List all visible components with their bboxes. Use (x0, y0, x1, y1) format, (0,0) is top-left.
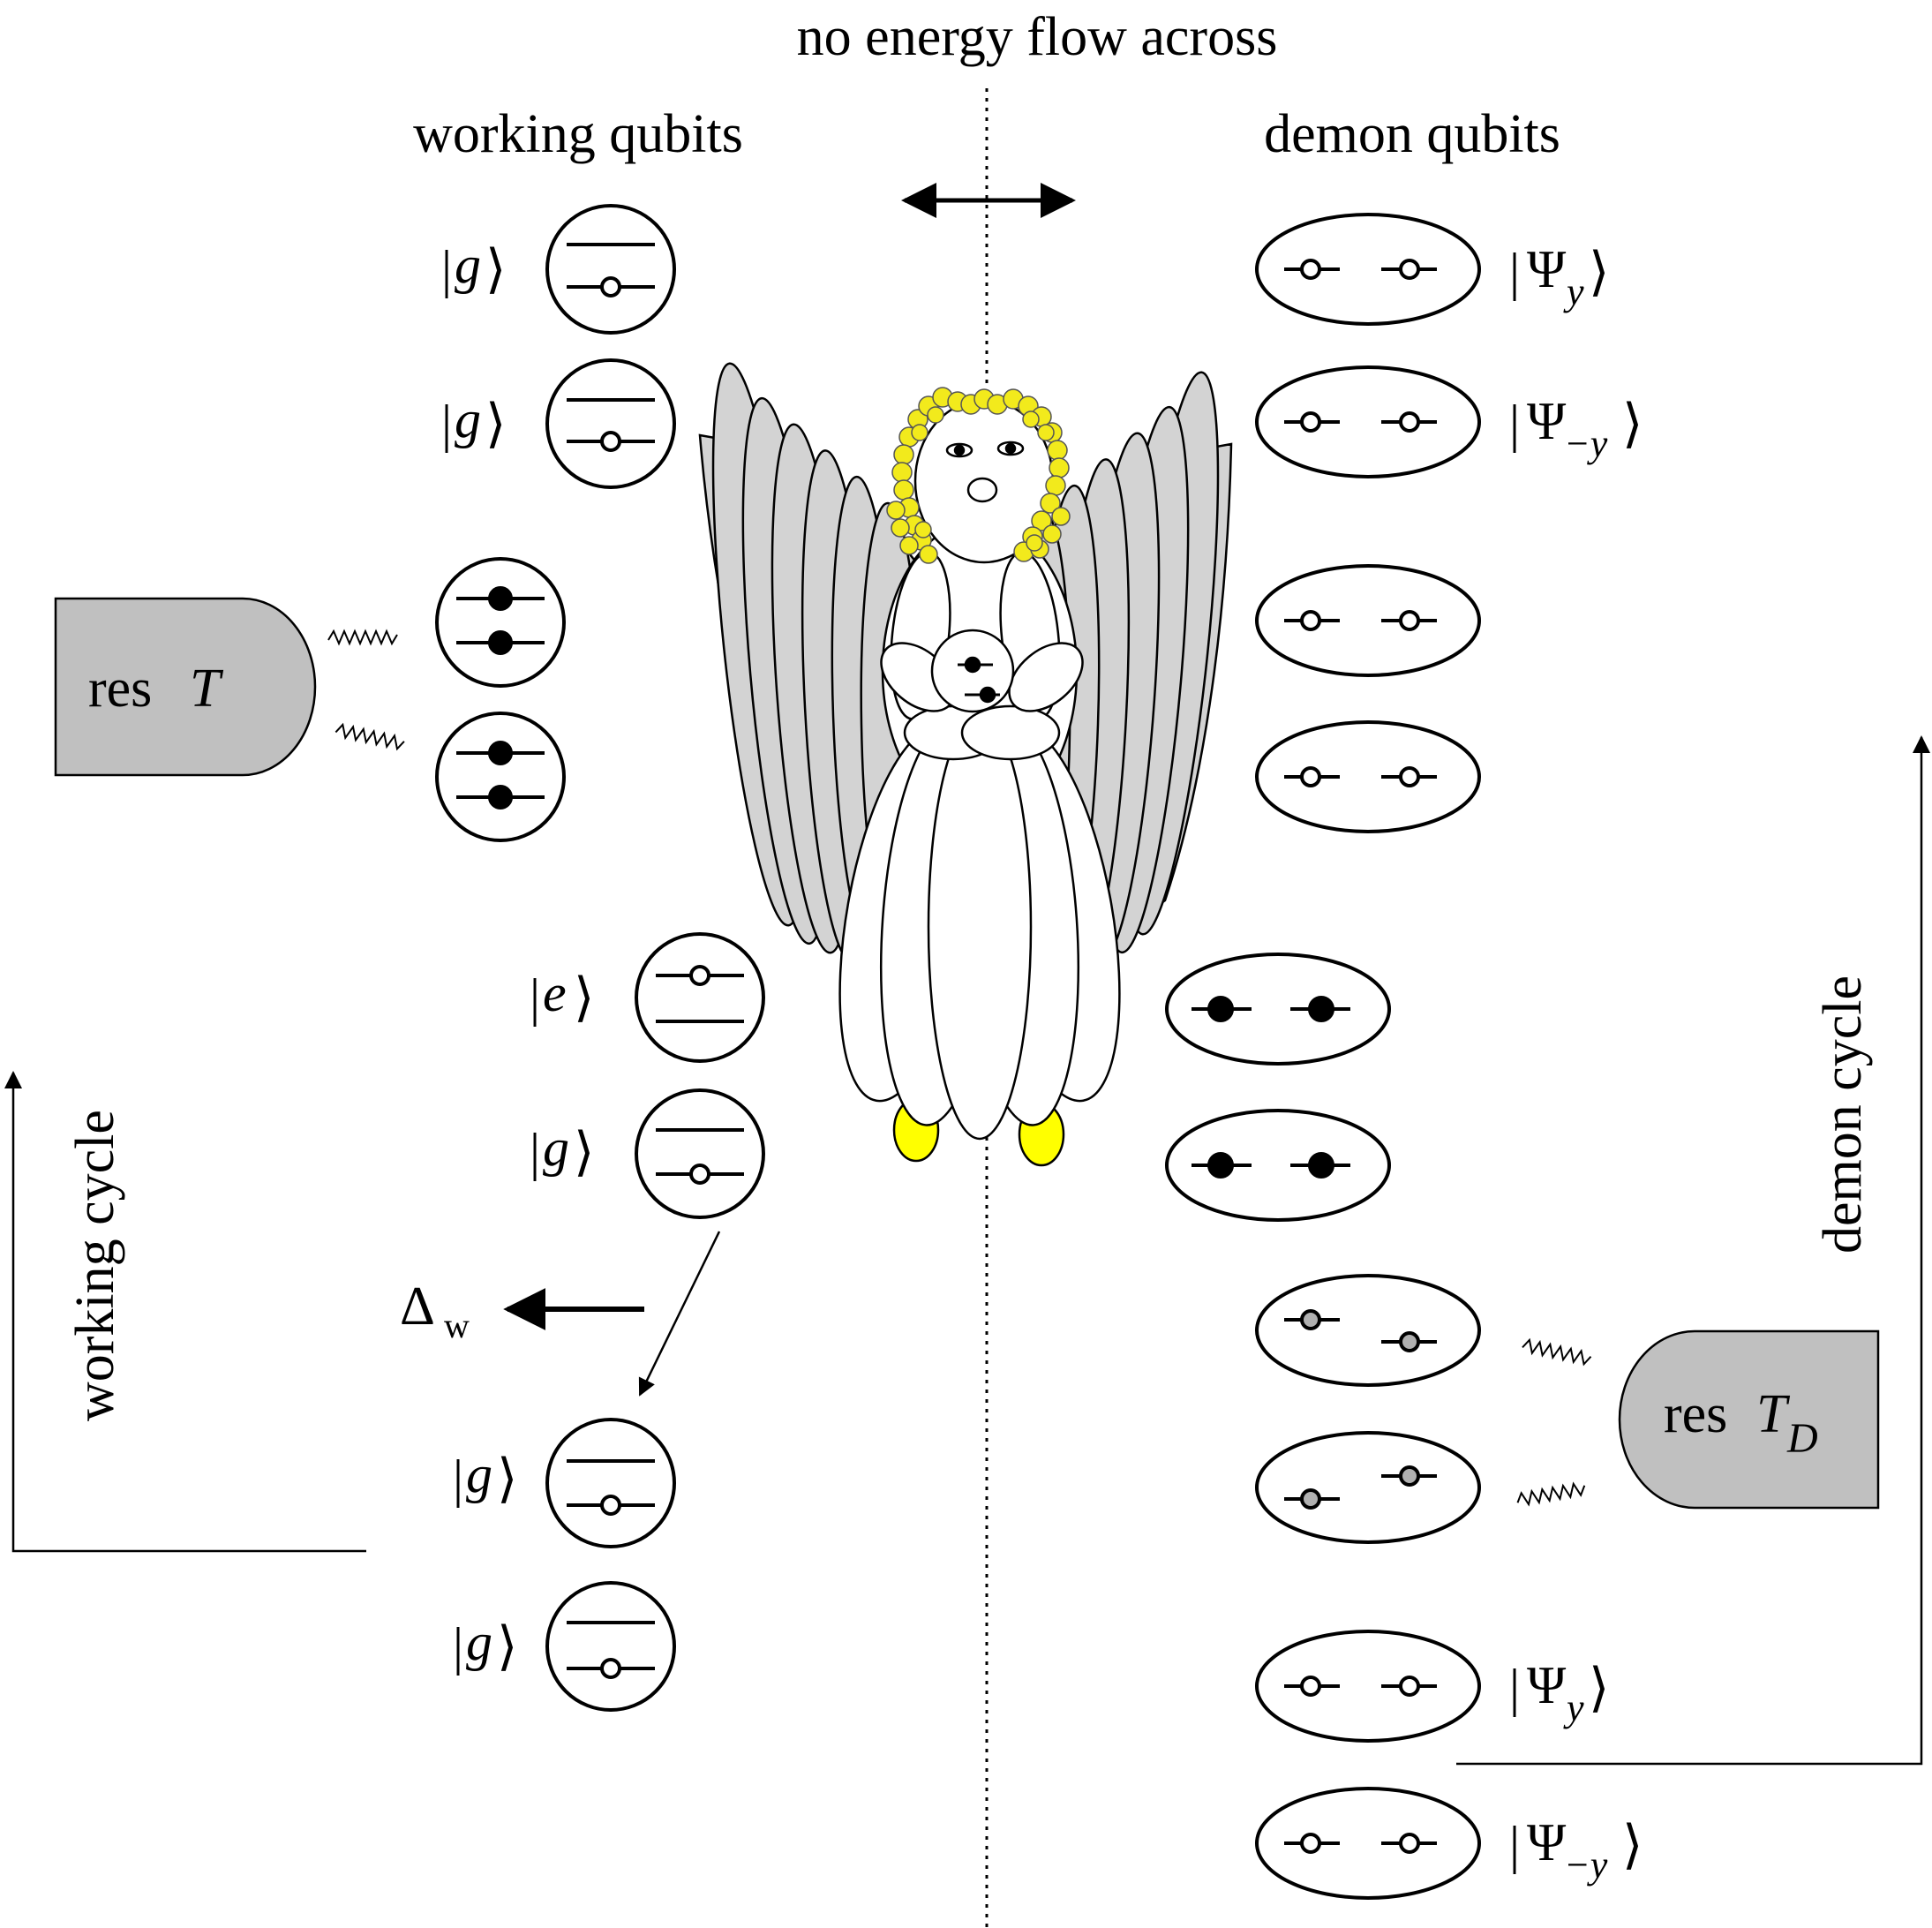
demon-ket-psi-y-top: | Ψ y ⟩ (1509, 240, 1609, 313)
svg-text:⟩: ⟩ (574, 1123, 594, 1181)
reservoir-T (54, 597, 317, 777)
working-qubit-3 (435, 557, 566, 688)
demon-ket-psi-minus-y-bottom: | Ψ −y ⟩ (1509, 1813, 1643, 1887)
reservoir-TD-var: T (1756, 1384, 1791, 1444)
demon-qubit-7 (1255, 1274, 1481, 1387)
svg-text:|: | (1509, 243, 1520, 301)
reservoir-TD (1618, 1329, 1880, 1510)
working-qubits (435, 204, 765, 1712)
working-qubits-header: working qubits (413, 104, 743, 164)
demon-qubit-3 (1255, 564, 1481, 677)
working-qubit-5 (635, 932, 765, 1063)
working-qubit-8 (545, 1581, 676, 1712)
svg-text:⟩: ⟩ (1622, 1816, 1643, 1874)
svg-text:|: | (1509, 1816, 1520, 1874)
svg-text:⟩: ⟩ (485, 240, 506, 298)
svg-text:−y: −y (1564, 422, 1608, 465)
svg-text:Ψ: Ψ (1527, 392, 1567, 450)
demon-qubit-2 (1255, 365, 1481, 478)
svg-text:⟩: ⟩ (497, 1450, 517, 1508)
svg-text:⟩: ⟩ (1589, 1659, 1609, 1717)
working-cycle-label: working cycle (65, 1110, 125, 1421)
working-ket-g4: | g ⟩ (453, 1445, 517, 1508)
svg-text:|: | (453, 1617, 463, 1676)
svg-text:|: | (441, 240, 452, 298)
svg-text:g: g (455, 390, 481, 448)
title: no energy flow across (797, 7, 1278, 67)
delta-symbol: Δ (400, 1277, 435, 1337)
svg-text:|: | (441, 395, 452, 453)
right-hand (1008, 642, 1084, 712)
working-qubit-4 (435, 712, 566, 842)
reservoir-T-prefix: res (88, 659, 152, 719)
svg-text:⟩: ⟩ (497, 1617, 517, 1676)
svg-text:|: | (530, 968, 540, 1027)
svg-text:Ψ: Ψ (1527, 240, 1567, 298)
svg-text:Ψ: Ψ (1527, 1813, 1567, 1872)
working-qubit-1 (545, 204, 676, 335)
demon-qubits-header: demon qubits (1264, 104, 1560, 164)
demon-qubit-4 (1255, 720, 1481, 833)
working-qubit-2 (545, 358, 676, 489)
reservoir-TD-sub: D (1786, 1415, 1818, 1462)
demon-qubit-5 (1165, 953, 1391, 1066)
svg-text:⟩: ⟩ (485, 395, 506, 453)
transition-arrow (638, 1231, 721, 1397)
working-ket-g5: | g ⟩ (453, 1613, 517, 1676)
demon-qubit-1 (1255, 213, 1481, 326)
mouth (966, 477, 998, 503)
skirt (838, 713, 1121, 1141)
coupling-wave-3 (1522, 1337, 1592, 1367)
demon-ket-psi-y-bottom: | Ψ y ⟩ (1509, 1656, 1609, 1729)
angel-demon-figure (698, 362, 1233, 1167)
reservoir-TD-prefix: res (1664, 1384, 1727, 1444)
svg-text:−y: −y (1564, 1843, 1608, 1887)
working-ket-g1: | g ⟩ (441, 236, 506, 298)
svg-text:|: | (1509, 1659, 1520, 1717)
working-ket-e: | e ⟩ (530, 964, 594, 1027)
svg-text:⟩: ⟩ (574, 968, 594, 1027)
working-ket-g3: | g ⟩ (530, 1118, 594, 1181)
coupling-wave-1 (327, 629, 398, 646)
svg-text:|: | (1509, 395, 1520, 453)
working-ket-g2: | g ⟩ (441, 390, 506, 453)
svg-text:g: g (466, 1613, 492, 1671)
svg-text:|: | (453, 1450, 463, 1508)
demon-ket-psi-minus-y-top: | Ψ −y ⟩ (1509, 392, 1643, 465)
reservoir-T-var: T (190, 659, 224, 719)
demon-qubit-10 (1255, 1787, 1481, 1900)
svg-text:|: | (530, 1123, 540, 1181)
delta-subscript: w (444, 1306, 470, 1345)
working-qubit-6 (635, 1088, 765, 1219)
svg-text:⟩: ⟩ (1622, 395, 1643, 453)
right-knee (960, 704, 1061, 761)
svg-text:⟩: ⟩ (1589, 243, 1609, 301)
demon-qubit-6 (1165, 1109, 1391, 1222)
demon-cycle-label: demon cycle (1813, 975, 1873, 1254)
svg-text:y: y (1563, 270, 1584, 313)
svg-text:Ψ: Ψ (1527, 1656, 1567, 1714)
svg-text:g: g (466, 1445, 492, 1503)
coupling-wave-4 (1516, 1481, 1586, 1507)
svg-text:g: g (543, 1118, 569, 1177)
working-qubit-7 (545, 1418, 676, 1548)
svg-text:g: g (455, 236, 481, 294)
coupling-wave-2 (335, 722, 405, 751)
demon-cycle-arrow (1456, 735, 1930, 1766)
demon-qubit-9 (1255, 1630, 1481, 1743)
demon-qubits (1165, 213, 1481, 1900)
svg-text:y: y (1563, 1686, 1584, 1729)
working-cycle-arrow (4, 1071, 366, 1553)
demon-qubit-8 (1255, 1431, 1481, 1544)
curly-hair (886, 387, 1071, 564)
svg-text:e: e (543, 964, 567, 1022)
